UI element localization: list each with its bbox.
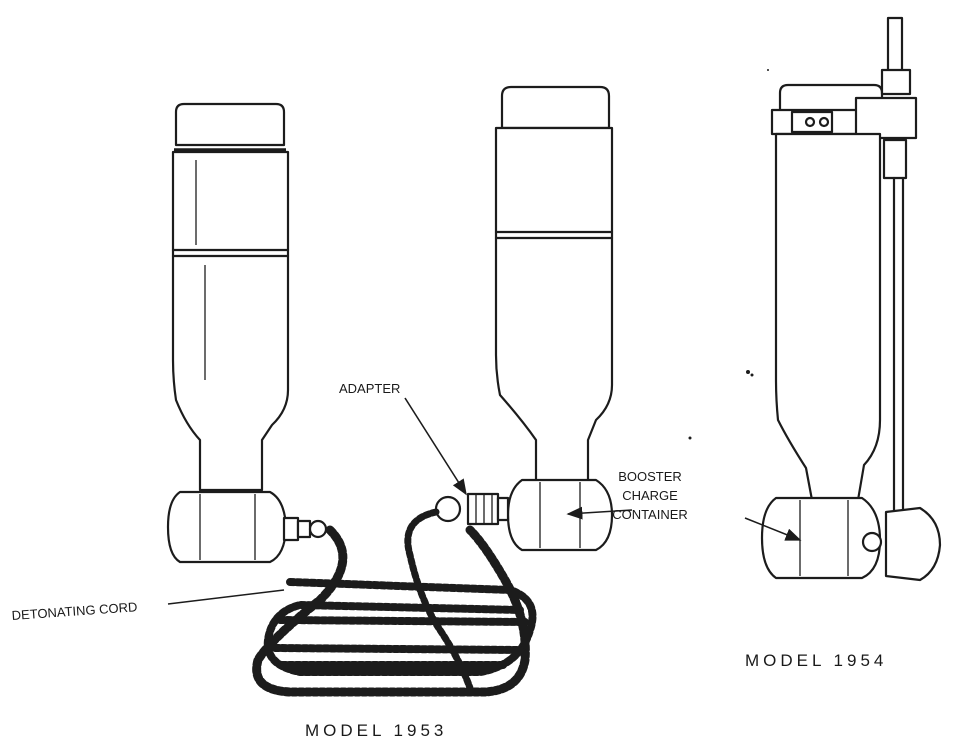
left-bottle <box>166 102 328 564</box>
detonating-cord-leader <box>167 589 285 605</box>
model-1954-label: MODEL 1954 <box>745 651 887 670</box>
detonating-cord-label: DETONATING CORD <box>11 599 138 623</box>
detonating-cord-coil <box>252 508 537 697</box>
booster-label-line3: CONTAINER <box>612 507 688 522</box>
booster-leader <box>566 506 633 520</box>
right-bottle <box>760 16 942 582</box>
container-1954-leader <box>744 517 802 541</box>
adapter-leader <box>404 397 467 496</box>
model-1953-label: MODEL 1953 <box>305 721 447 740</box>
booster-label-line1: BOOSTER <box>618 469 682 484</box>
middle-bottle <box>434 85 614 552</box>
adapter-label: ADAPTER <box>339 381 400 396</box>
booster-label-line2: CHARGE <box>622 488 678 503</box>
